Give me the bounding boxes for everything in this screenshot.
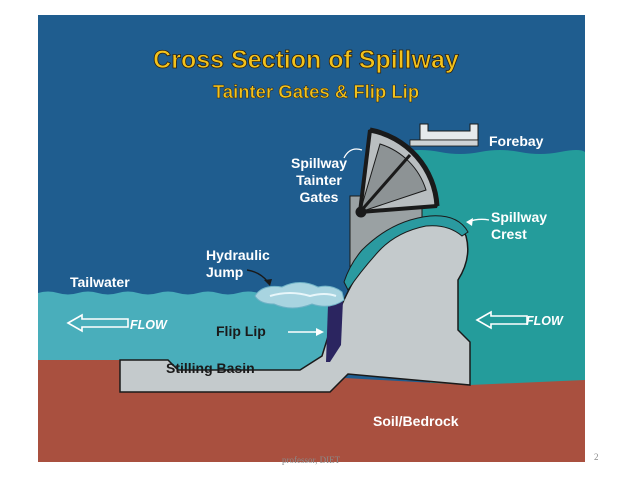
flow-right-label: FLOW [526, 314, 564, 328]
diagram-subtitle: Tainter Gates & Flip Lip [213, 81, 419, 102]
flip-lip [326, 300, 343, 362]
spillway-tainter-gates-label-2: Tainter [296, 172, 342, 188]
footer-text: professor, DIET [282, 455, 341, 465]
stilling-basin-label: Stilling Basin [166, 360, 255, 376]
spillway-tainter-gates-label-3: Gates [300, 189, 339, 205]
flip-lip-label: Flip Lip [216, 323, 266, 339]
foam-highlight [269, 292, 337, 298]
spillway-crest-label-2: Crest [491, 226, 527, 242]
tainter-gate-skin [369, 127, 440, 207]
diagram-title: Cross Section of Spillway [153, 46, 459, 74]
hydraulic-jump-arrowhead [264, 279, 272, 286]
hoist-base [409, 139, 479, 147]
gate-arm-2 [359, 204, 438, 214]
page-number: 2 [594, 452, 599, 462]
tainter-gates-leader [343, 148, 363, 159]
hoist-house [410, 123, 479, 141]
spillway-crest-label-1: Spillway [491, 209, 547, 225]
hydraulic-jump-label-2: Jump [206, 264, 243, 280]
tailwater-label: Tailwater [70, 274, 130, 290]
flip-lip-arrowhead [316, 328, 324, 336]
gate-trunnion [355, 206, 367, 218]
soil-bedrock [38, 360, 585, 462]
hydraulic-jump-foam [254, 282, 345, 309]
gate-arm-3 [358, 154, 412, 213]
flow-right-arrow [475, 310, 528, 330]
overflow-nappe [343, 215, 469, 291]
spillway-crest-arrowhead [466, 218, 473, 226]
forebay-label: Forebay [489, 133, 544, 149]
gate-arm-1 [358, 129, 372, 213]
flow-left-label: FLOW [130, 318, 168, 332]
flow-left-arrow [66, 313, 129, 333]
hydraulic-jump-label-1: Hydraulic [206, 247, 270, 263]
soil-bedrock-label: Soil/Bedrock [373, 413, 459, 429]
spillway-tainter-gates-label-1: Spillway [291, 155, 347, 171]
